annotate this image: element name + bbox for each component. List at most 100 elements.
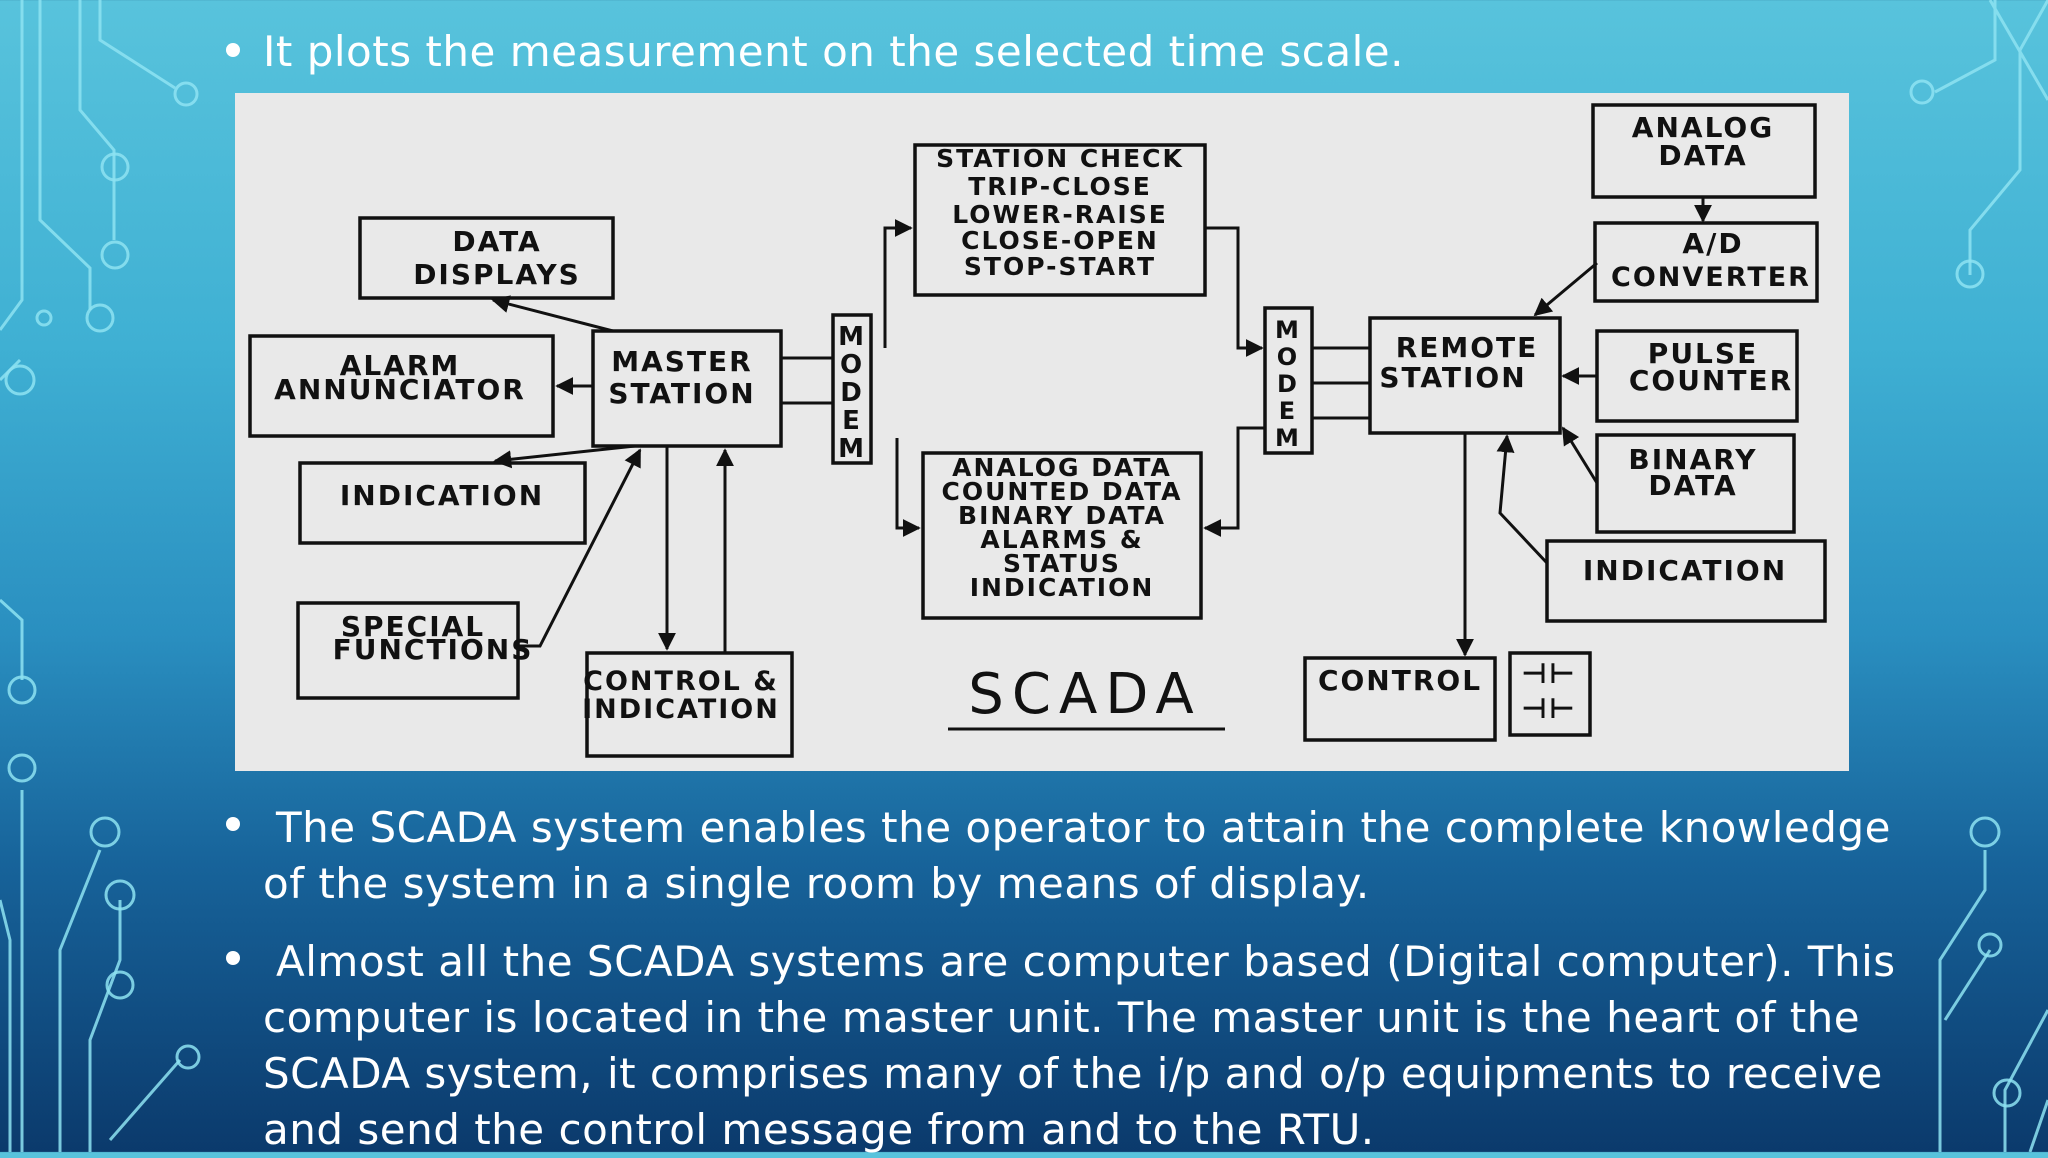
analog-data-label-1: ANALOG	[1632, 111, 1774, 144]
command-label: CLOSE-OPEN	[961, 226, 1159, 255]
circuit-node	[85, 303, 115, 333]
analog-data-label-2: DATA	[1658, 139, 1747, 172]
wire-modem-to-telemetry	[895, 438, 921, 537]
circuit-node	[1977, 932, 2003, 958]
telemetry-label: BINARY DATA	[958, 501, 1166, 530]
special-functions-label-1: SPECIAL	[341, 610, 485, 643]
circuit-node	[173, 81, 199, 107]
binary-data-label-2: DATA	[1648, 469, 1737, 502]
circuit-node	[1992, 1078, 2022, 1108]
circuit-trace	[0, 598, 24, 680]
circuit-node	[1909, 79, 1935, 105]
modem-left-letter: O	[840, 350, 864, 380]
contact-symbol: ⊣⊢	[1521, 657, 1576, 690]
bullet-computer-based-cont: SCADA system, it comprises many of the i…	[263, 1049, 1883, 1098]
remote-station-label-2: STATION	[1379, 361, 1526, 394]
command-label: STOP-START	[964, 252, 1156, 281]
circuit-node	[89, 816, 121, 848]
circuit-trace	[98, 0, 176, 90]
ad-converter-label-2: CONVERTER	[1611, 262, 1811, 293]
circuit-node	[1955, 259, 1985, 289]
alarm-annunciator-label-2: ANNUNCIATOR	[274, 373, 526, 406]
modem-right-letter: M	[1275, 424, 1301, 452]
telemetry-label: INDICATION	[970, 573, 1155, 602]
circuit-node	[4, 364, 36, 396]
bullet-computer-based-cont: and send the control message from and to…	[263, 1105, 1375, 1154]
modem-left-letter: D	[840, 378, 864, 408]
circuit-node	[175, 1044, 201, 1070]
wire-master-to-indication	[493, 444, 636, 469]
wire-master-to-displays	[491, 295, 614, 333]
commands-box	[913, 143, 1207, 297]
indication-left-label: INDICATION	[340, 479, 544, 512]
circuit-node	[100, 152, 130, 182]
wire-modem-to-telemetry-right	[1203, 426, 1265, 537]
circuit-trace	[1943, 949, 1992, 1021]
circuit-trace	[1938, 850, 1987, 1152]
data-displays-label-1: DATA	[452, 225, 541, 258]
modem-right-letter: D	[1277, 370, 1299, 398]
circuit-node	[7, 753, 37, 783]
modem-right-letter: M	[1275, 316, 1301, 344]
indication-left-box	[298, 461, 587, 545]
modem-right-letter: O	[1277, 343, 1299, 371]
wire-commands-to-modem	[1205, 226, 1264, 357]
circuit-trace	[2003, 1009, 2048, 1152]
telemetry-label: ALARMS &	[980, 525, 1143, 554]
circuit-node	[105, 970, 135, 1000]
master-station-label-2: STATION	[608, 377, 755, 410]
alarm-annunciator-box	[248, 334, 555, 438]
telemetry-label: ANALOG DATA	[952, 453, 1172, 482]
modem-left-box	[831, 313, 873, 465]
bullet-marker	[226, 43, 240, 57]
wire-ad-to-remote	[1533, 261, 1598, 317]
wire-special-to-master	[518, 448, 642, 648]
wire-binary-to-remote	[1561, 426, 1599, 484]
command-label: LOWER-RAISE	[952, 200, 1168, 229]
master-station-label-1: MASTER	[611, 345, 753, 378]
circuit-trace	[2028, 1099, 2048, 1152]
binary-data-box	[1595, 433, 1796, 534]
circuit-trace	[78, 0, 116, 240]
wire-indication-to-remote	[1496, 434, 1549, 565]
contact-box	[1508, 651, 1592, 737]
scada-label: SCADA	[968, 662, 1201, 727]
modem-left-letter: E	[842, 406, 862, 436]
bullet-plots-measurement: It plots the measurement on the selected…	[263, 27, 1404, 76]
circuit-node	[100, 240, 130, 270]
circuit-trace	[88, 900, 122, 1152]
control-indication-label-1: CONTROL &	[583, 666, 779, 697]
control-right-box	[1303, 656, 1497, 742]
master-station-box	[591, 329, 783, 448]
data-displays-box	[358, 216, 615, 300]
data-displays-label-2: DISPLAYS	[413, 258, 581, 291]
bullet-scada-enables: The SCADA system enables the operator to…	[276, 803, 1891, 852]
pulse-counter-label-2: COUNTER	[1629, 364, 1793, 397]
bullet-marker	[226, 817, 240, 831]
control-right-label: CONTROL	[1318, 664, 1482, 697]
modem-right-box	[1263, 306, 1314, 455]
circuit-node	[7, 675, 37, 705]
control-indication-label-2: INDICATION	[582, 694, 780, 725]
modem-left-letter: M	[838, 322, 866, 352]
control-indication-box	[585, 651, 794, 758]
indication-right-box	[1545, 539, 1827, 623]
telemetry-box	[921, 451, 1203, 620]
circuit-trace	[1934, 0, 1997, 94]
circuit-trace	[38, 0, 92, 310]
indication-right-label: INDICATION	[1583, 554, 1787, 587]
ad-converter-box	[1593, 221, 1819, 303]
ad-converter-label-1: A/D	[1682, 227, 1743, 260]
bullet-computer-based: Almost all the SCADA systems are compute…	[276, 937, 1896, 986]
special-functions-label-2: FUNCTIONS	[333, 633, 534, 666]
circuit-trace	[0, 899, 12, 1152]
scada-block-diagram: DATA DISPLAYS ALARM ANNUNCIATOR MASTER S…	[235, 93, 1849, 771]
circuit-trace	[108, 1059, 182, 1141]
alarm-annunciator-label-1: ALARM	[340, 349, 461, 382]
telemetry-label: STATUS	[1003, 549, 1121, 578]
command-label: STATION CHECK	[936, 144, 1184, 173]
circuit-trace	[1968, 0, 2048, 275]
pulse-counter-label-1: PULSE	[1648, 337, 1758, 370]
modem-right-letter: E	[1279, 397, 1297, 425]
